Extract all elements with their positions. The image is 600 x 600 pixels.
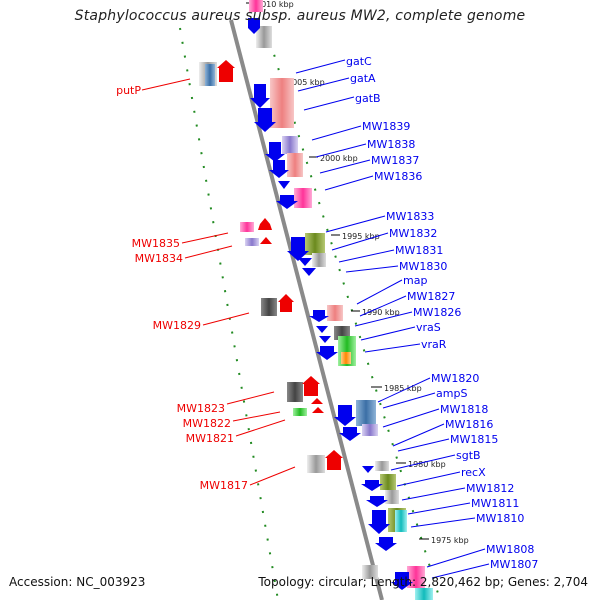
gene-label[interactable]: map <box>403 274 427 287</box>
genome-stats: Topology: circular; Length: 2,820,462 bp… <box>258 575 588 589</box>
gene-label-group: MW1830 <box>345 260 447 273</box>
tick-label: 1990 kbp <box>362 308 400 317</box>
tick-label: 2010 kbp <box>256 0 294 9</box>
gene-label[interactable]: MW1827 <box>407 290 455 303</box>
gene-label-group: gatC <box>295 55 372 74</box>
gene-label[interactable]: vraS <box>416 321 441 334</box>
reverse-gene-arrows <box>217 60 343 470</box>
tick-marks: 2010 kbp 2005 kbp 2000 kbp 1995 kbp 1990… <box>246 0 469 545</box>
gene-label[interactable]: MW1835 <box>132 237 180 250</box>
gene-label-group: MW1831 <box>338 244 443 263</box>
gene-label[interactable]: sgtB <box>456 449 481 462</box>
gene-label[interactable]: MW1839 <box>362 120 410 133</box>
tick-1995: 1995 kbp <box>331 232 380 241</box>
forward-gene-arrows <box>248 18 413 590</box>
tick-1980: 1980 kbp <box>396 460 446 469</box>
gene-label-group: MW1818 <box>382 403 488 428</box>
gene-label[interactable]: MW1811 <box>471 497 519 510</box>
gene-label-group: MW1839 <box>311 120 410 141</box>
gene-label[interactable]: MW1833 <box>386 210 434 223</box>
gene-label[interactable]: recX <box>461 466 486 479</box>
gene-label[interactable]: gatA <box>350 72 376 85</box>
gene-label[interactable]: MW1829 <box>153 319 201 332</box>
feature-blocks-right <box>249 0 433 600</box>
gene-label-group: MW1808 <box>426 543 534 568</box>
gene-label-group: MW1807 <box>431 558 538 579</box>
gene-label-group: MW1826 <box>354 306 461 327</box>
tick-label: 2000 kbp <box>320 154 358 163</box>
outer-track-right <box>265 27 441 600</box>
gene-label-group: MW1810 <box>410 512 524 528</box>
gene-label[interactable]: MW1818 <box>440 403 488 416</box>
gene-label[interactable]: MW1816 <box>445 418 493 431</box>
gene-label-group: recX <box>396 466 486 487</box>
tick-label: 1995 kbp <box>342 232 380 241</box>
gene-label-group: gatA <box>297 72 376 92</box>
gene-label-group: putP <box>116 78 191 97</box>
tick-1990: 1990 kbp <box>351 308 400 317</box>
tick-label: 1975 kbp <box>431 536 469 545</box>
gene-label[interactable]: MW1831 <box>395 244 443 257</box>
gene-label-group: MW1816 <box>392 418 493 447</box>
gene-label-group: MW1827 <box>359 290 455 317</box>
gene-label[interactable]: MW1826 <box>413 306 461 319</box>
gene-label-group: MW1812 <box>401 482 514 501</box>
gene-label-group: MW1822 <box>183 411 281 430</box>
gene-label-group: map <box>356 274 427 305</box>
gene-label-group: ampS <box>382 387 467 409</box>
left-gene-labels: putP MW1835 MW1834 MW1829 MW1823 MW1822 … <box>116 78 296 492</box>
gene-label[interactable]: MW1817 <box>200 479 248 492</box>
gene-label[interactable]: vraR <box>421 338 447 351</box>
tick-label: 2005 kbp <box>287 78 325 87</box>
gene-label[interactable]: gatC <box>346 55 372 68</box>
gene-label[interactable]: putP <box>116 84 141 97</box>
tick-label: 1985 kbp <box>384 384 422 393</box>
tick-label: 1980 kbp <box>408 460 446 469</box>
genome-backbone <box>229 19 384 600</box>
gene-label[interactable]: MW1838 <box>367 138 415 151</box>
gene-label[interactable]: MW1815 <box>450 433 498 446</box>
gene-label-group: MW1833 <box>325 210 434 233</box>
gene-label-group: MW1811 <box>407 497 519 515</box>
gene-label-group: MW1838 <box>315 138 415 158</box>
tick-1975: 1975 kbp <box>419 536 469 545</box>
gene-label-group: MW1821 <box>186 419 286 445</box>
gene-label-group: sgtB <box>390 449 481 471</box>
gene-label-group: MW1817 <box>200 466 296 492</box>
map-title: Staphylococcus aureus subsp. aureus MW2,… <box>74 8 526 24</box>
gene-label[interactable]: gatB <box>355 92 381 105</box>
gene-label[interactable]: MW1837 <box>371 154 419 167</box>
gene-label-group: MW1823 <box>177 391 275 415</box>
gene-label[interactable]: MW1836 <box>374 170 422 183</box>
gene-label-group: MW1829 <box>153 312 250 332</box>
gene-label[interactable]: MW1808 <box>486 543 534 556</box>
gene-label-group: MW1820 <box>377 372 479 403</box>
gene-label-group: MW1836 <box>324 170 422 191</box>
accession-info: Accession: NC_003923 <box>9 575 146 589</box>
feature-blocks-left <box>199 62 378 579</box>
right-gene-labels: gatC gatA gatB MW1839 MW1838 MW1837 MW18… <box>295 55 538 579</box>
gene-label[interactable]: MW1822 <box>183 417 231 430</box>
gene-label[interactable]: ampS <box>436 387 467 400</box>
gene-label[interactable]: MW1812 <box>466 482 514 495</box>
gene-label[interactable]: MW1823 <box>177 402 225 415</box>
gene-label[interactable]: MW1821 <box>186 432 234 445</box>
gene-label-group: vraS <box>360 321 441 341</box>
gene-label-group: MW1815 <box>397 433 498 452</box>
tick-1985: 1985 kbp <box>371 384 422 393</box>
gene-label-group: gatB <box>303 92 381 111</box>
gene-label[interactable]: MW1830 <box>399 260 447 273</box>
gene-label[interactable]: MW1832 <box>389 227 437 240</box>
gene-label-group: MW1832 <box>331 227 437 251</box>
gene-label[interactable]: MW1834 <box>135 252 183 265</box>
tick-2000: 2000 kbp <box>309 154 358 163</box>
gene-label[interactable]: MW1820 <box>431 372 479 385</box>
gene-label-group: MW1837 <box>319 154 419 174</box>
gene-label-group: MW1834 <box>135 245 233 265</box>
gene-label[interactable]: MW1810 <box>476 512 524 525</box>
gene-label[interactable]: MW1807 <box>490 558 538 571</box>
gene-label-group: vraR <box>364 338 447 353</box>
gene-label-group: MW1835 <box>132 232 229 250</box>
